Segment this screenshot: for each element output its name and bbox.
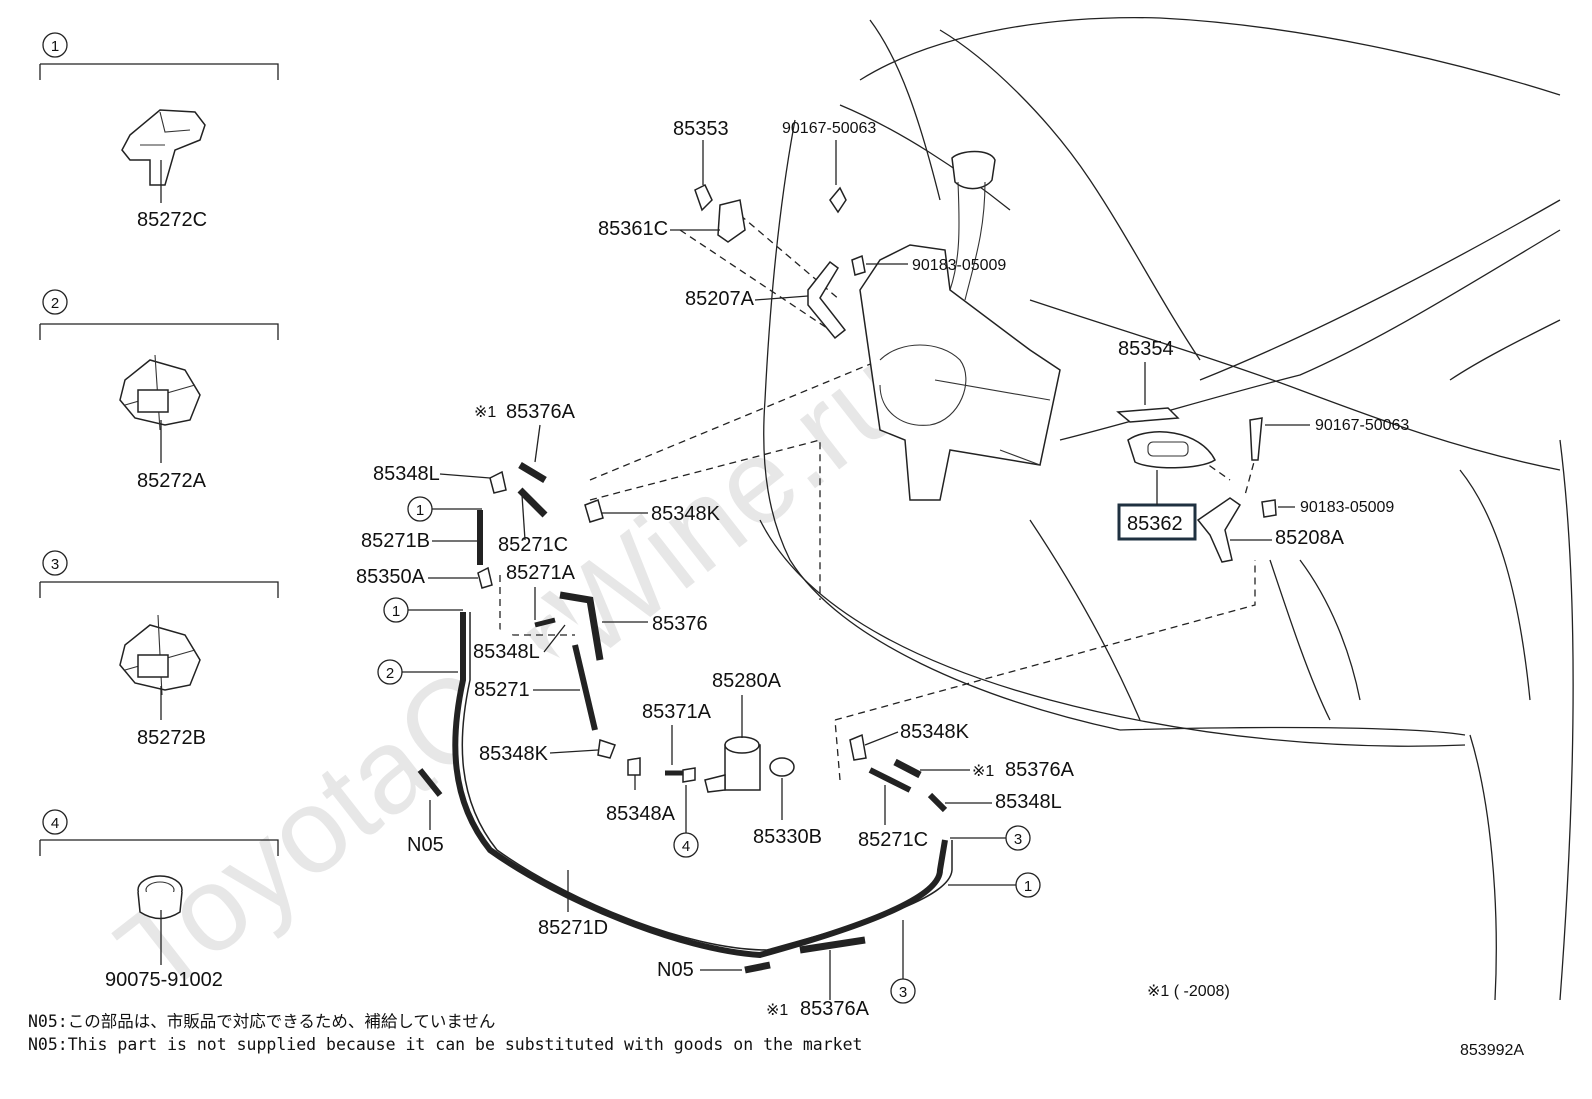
label-85271A: 85271A xyxy=(506,562,576,584)
label-90183-05009-top: 90183-05009 xyxy=(912,257,1006,274)
legend-part-85272C: 85272C xyxy=(137,209,207,231)
label-90167-50063-top: 90167-50063 xyxy=(782,120,876,137)
legend-2: 2 85272A xyxy=(39,289,279,492)
label-85376: 85376 xyxy=(652,613,708,635)
label-85350A: 85350A xyxy=(356,566,426,588)
legend-part-85272A: 85272A xyxy=(137,470,207,492)
label-85280A: 85280A xyxy=(712,670,782,692)
headlamp-washer-nozzle-left xyxy=(694,183,866,340)
mark-1: ※1 xyxy=(474,404,496,421)
legend-part-85272B: 85272B xyxy=(137,727,206,749)
clamp-icon xyxy=(119,614,201,696)
label-85371A: 85371A xyxy=(642,701,712,723)
label-85207A: 85207A xyxy=(685,288,755,310)
svg-text:1: 1 xyxy=(392,603,400,620)
part-labels: 85353 90167-50063 85361C 90183-05009 852… xyxy=(356,118,1409,1020)
label-85348K-right: 85348K xyxy=(900,721,970,743)
legend-4: 4 90075-91002 xyxy=(39,809,279,991)
label-85362: 85362 xyxy=(1127,513,1183,535)
headlamp-washer-nozzle-right xyxy=(1116,407,1277,563)
svg-text:4: 4 xyxy=(51,815,59,832)
label-N05-left: N05 xyxy=(407,834,444,856)
label-85271: 85271 xyxy=(474,679,530,701)
label-85376A-bottom: 85376A xyxy=(800,998,870,1020)
footnote-mark-1: ※1 ( -2008) xyxy=(1147,983,1230,1000)
washer-pump xyxy=(597,736,795,793)
legend-part-90075-91002: 90075-91002 xyxy=(105,969,223,991)
label-85361C: 85361C xyxy=(598,218,668,240)
svg-text:2: 2 xyxy=(386,665,394,682)
legend-1: 1 85272C xyxy=(39,32,279,231)
label-85330B: 85330B xyxy=(753,826,822,848)
label-85271D: 85271D xyxy=(538,917,608,939)
svg-text:3: 3 xyxy=(1014,831,1022,848)
note-jp: N05:この部品は、市販品で対応できるため、補給していません xyxy=(28,1012,495,1031)
label-85348L-mid: 85348L xyxy=(473,641,540,663)
svg-text:1: 1 xyxy=(416,502,424,519)
svg-text:1: 1 xyxy=(1024,878,1032,895)
note-en: N05:This part is not supplied because it… xyxy=(28,1035,862,1054)
label-85208A: 85208A xyxy=(1275,527,1345,549)
svg-text:2: 2 xyxy=(51,295,59,312)
svg-text:3: 3 xyxy=(51,556,59,573)
vehicle-body-outline xyxy=(759,17,1574,1001)
label-85348K-mid: 85348K xyxy=(479,743,549,765)
ring-clip-icon xyxy=(137,875,183,920)
legend-3: 3 85272B xyxy=(39,550,279,749)
label-85348L-right: 85348L xyxy=(995,791,1062,813)
label-85271C-bottom: 85271C xyxy=(858,829,928,851)
mark-1-right: ※1 xyxy=(972,763,994,780)
svg-text:4: 4 xyxy=(682,838,690,855)
label-85348K-top: 85348K xyxy=(651,503,721,525)
label-85271C-top: 85271C xyxy=(498,534,568,556)
clip-icon xyxy=(121,109,206,186)
label-90183-05009-right: 90183-05009 xyxy=(1300,499,1394,516)
washer-tank xyxy=(859,150,1061,501)
label-90167-50063-right: 90167-50063 xyxy=(1315,417,1409,434)
label-85348A: 85348A xyxy=(606,803,676,825)
mark-1-bottom: ※1 xyxy=(766,1002,788,1019)
svg-text:1: 1 xyxy=(51,38,59,55)
diagram-id: 853992A xyxy=(1460,1042,1524,1059)
label-85376A-right: 85376A xyxy=(1005,759,1075,781)
label-85271B: 85271B xyxy=(361,530,430,552)
clamp-icon xyxy=(119,354,201,431)
label-85376A-top: 85376A xyxy=(506,401,576,423)
svg-text:3: 3 xyxy=(899,984,907,1001)
label-85354: 85354 xyxy=(1118,338,1174,360)
washer-hoses xyxy=(417,461,953,974)
label-N05-bottom: N05 xyxy=(657,959,694,981)
hose-fittings xyxy=(477,470,867,761)
label-85353: 85353 xyxy=(673,118,729,140)
label-85348L-top: 85348L xyxy=(373,463,440,485)
